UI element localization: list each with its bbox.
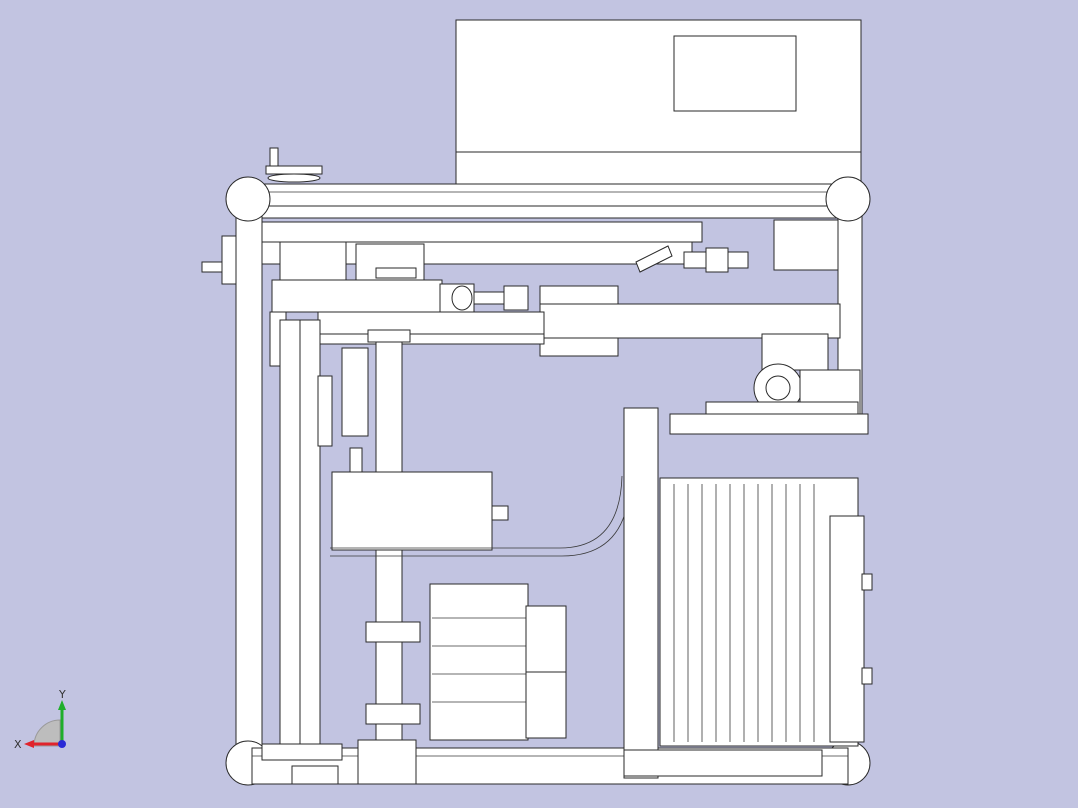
drive-motor-top[interactable] bbox=[705, 333, 861, 417]
crank-handle[interactable] bbox=[265, 147, 323, 183]
pneumatic-cylinder[interactable] bbox=[271, 279, 841, 357]
control-cabinet[interactable] bbox=[455, 19, 862, 185]
gearbox-unit[interactable] bbox=[365, 583, 567, 741]
triad-shade bbox=[33, 719, 61, 747]
plate-rack[interactable] bbox=[623, 407, 873, 779]
upper-rail-assembly[interactable] bbox=[201, 219, 839, 285]
y-axis-label: Y bbox=[58, 688, 66, 701]
center-motor-block[interactable] bbox=[330, 471, 631, 557]
x-axis-arrowhead bbox=[24, 740, 34, 748]
z-axis-marker bbox=[58, 740, 66, 748]
y-axis-arrowhead bbox=[58, 700, 66, 710]
cabinet-display-panel[interactable] bbox=[673, 35, 797, 112]
x-axis-label: X bbox=[14, 738, 22, 751]
base-assembly[interactable] bbox=[261, 739, 823, 785]
axis-triad: Y X bbox=[14, 688, 66, 751]
